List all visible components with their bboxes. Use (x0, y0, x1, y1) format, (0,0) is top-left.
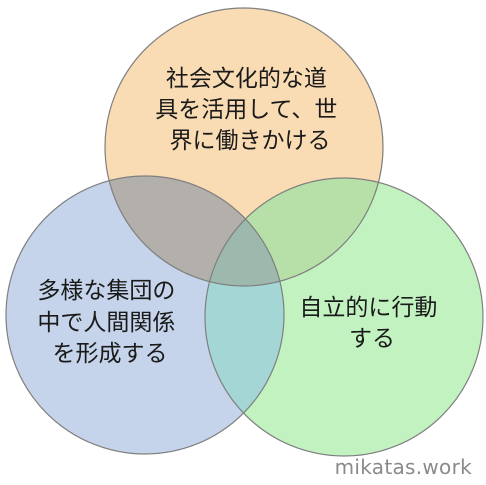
label-left-line-2: 中で人間関係 (37, 310, 175, 336)
overlap-top-right (205, 178, 383, 286)
overlap-top-left (105, 176, 284, 286)
label-left: 多様な集団の 中で人間関係 を形成する (37, 278, 182, 367)
outline-left (5, 175, 285, 455)
label-right-line-1: 自立的に行動 (299, 295, 437, 321)
label-top-line-1: 社会文化的な道 (166, 66, 327, 92)
watermark-text: mikatas.work (334, 455, 472, 479)
label-left-line-1: 多様な集団の (37, 278, 175, 304)
label-right-line-2: する (349, 326, 395, 352)
label-top: 社会文化的な道 具を活用して、世 界に働きかける (155, 66, 344, 154)
label-right: 自立的に行動 する (299, 295, 444, 352)
outline-right (204, 177, 484, 457)
label-top-line-2: 具を活用して、世 (155, 97, 337, 123)
label-left-line-3: を形成する (53, 341, 168, 367)
outline-top (104, 7, 384, 287)
label-top-line-3: 界に働きかける (170, 128, 331, 154)
